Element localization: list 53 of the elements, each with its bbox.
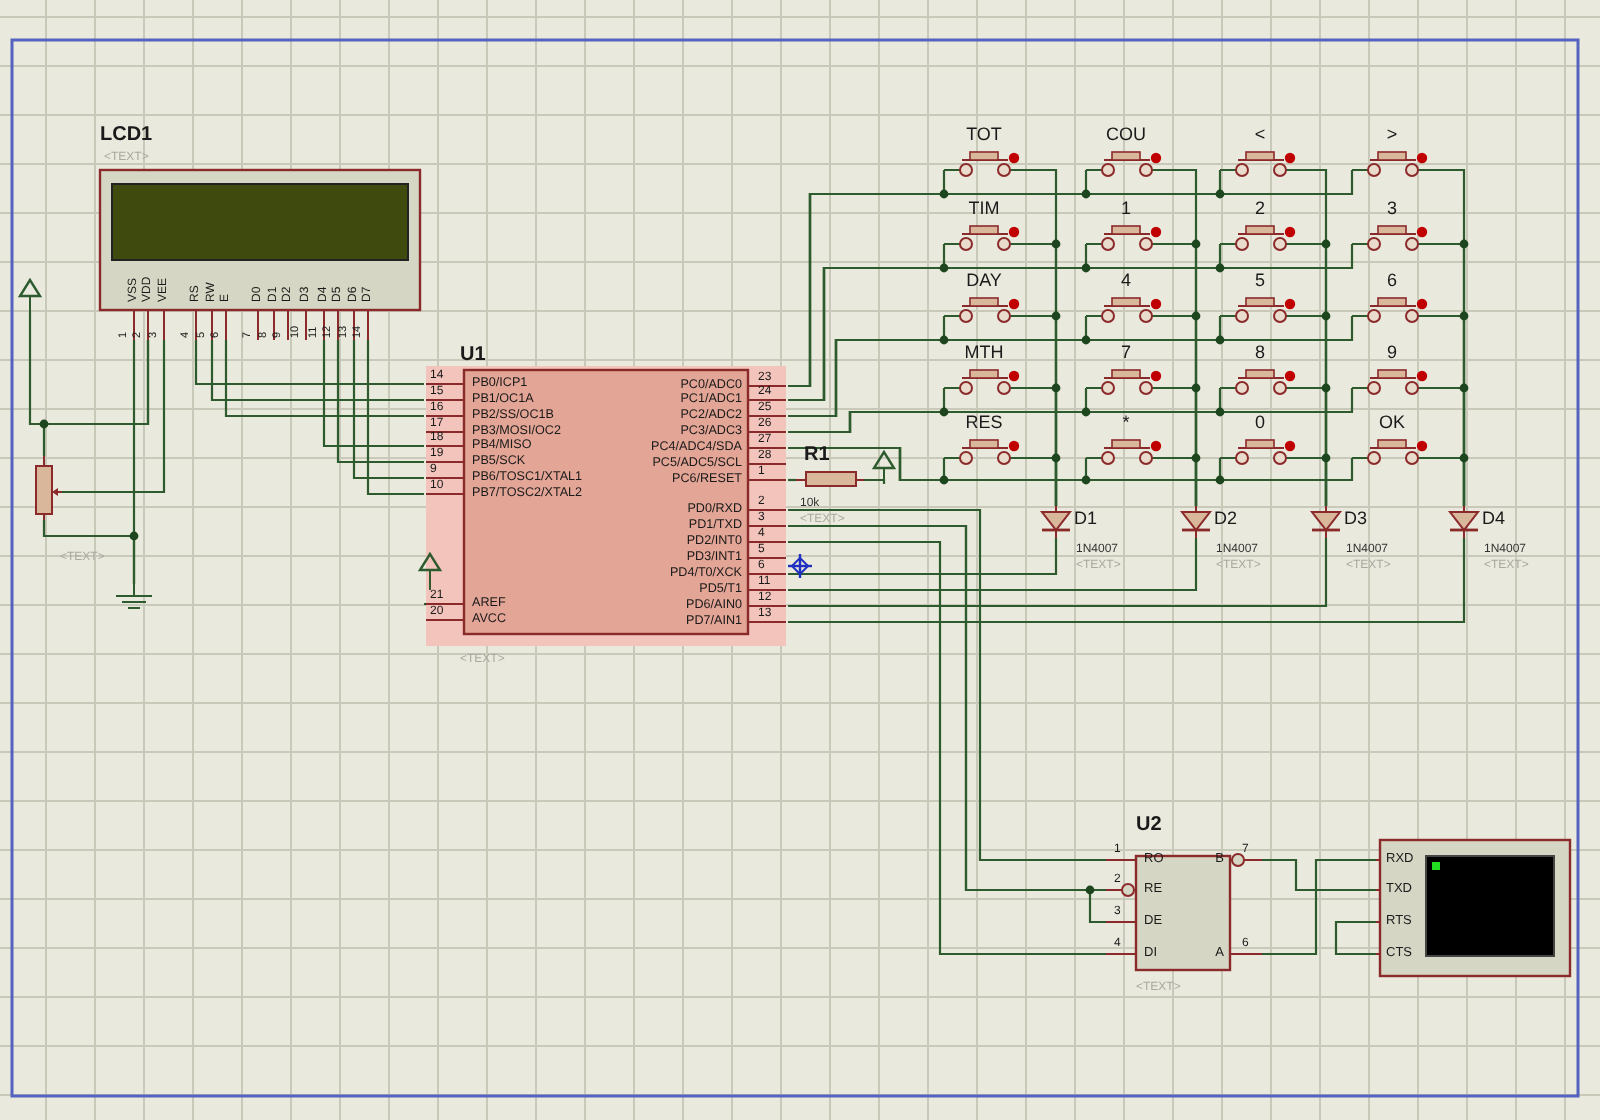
wire bbox=[864, 478, 886, 484]
wire bbox=[1024, 456, 1058, 506]
component-designator: D4 bbox=[1482, 510, 1506, 528]
wire bbox=[1300, 456, 1328, 506]
button-label: 9 bbox=[1387, 344, 1397, 362]
wire bbox=[788, 538, 1198, 592]
wire bbox=[62, 340, 166, 494]
button-label: 5 bbox=[1255, 272, 1265, 290]
button-label: > bbox=[1386, 126, 1398, 144]
wire bbox=[1432, 456, 1466, 506]
wire bbox=[366, 340, 424, 496]
component-designator: U2 bbox=[1136, 816, 1162, 836]
wire bbox=[1262, 858, 1376, 892]
button-label: TIM bbox=[968, 200, 1000, 218]
button-label: DAY bbox=[966, 272, 1002, 290]
component-designator: D1 bbox=[1074, 510, 1098, 528]
button-label: 1 bbox=[1121, 200, 1131, 218]
wire bbox=[788, 316, 1354, 418]
wire bbox=[42, 340, 150, 456]
button-label: * bbox=[1122, 414, 1130, 432]
wire bbox=[1262, 858, 1376, 956]
wire bbox=[210, 340, 424, 402]
component-designator: U1 bbox=[460, 346, 486, 366]
wire bbox=[352, 340, 424, 480]
component-designator: D2 bbox=[1214, 510, 1238, 528]
button-label: 6 bbox=[1387, 272, 1397, 290]
wire bbox=[132, 340, 136, 584]
wire bbox=[1334, 920, 1376, 956]
wire bbox=[194, 340, 424, 386]
wire bbox=[788, 244, 1354, 402]
button-label: < bbox=[1254, 126, 1266, 144]
button-label: 3 bbox=[1387, 200, 1397, 218]
component-designator: R1 bbox=[804, 446, 830, 466]
wire bbox=[322, 340, 424, 448]
button-label: COU bbox=[1106, 126, 1146, 144]
button-label: MTH bbox=[964, 344, 1004, 362]
wire bbox=[336, 340, 424, 464]
button-label: 2 bbox=[1255, 200, 1265, 218]
button-label: 0 bbox=[1255, 414, 1265, 432]
button-label: OK bbox=[1379, 414, 1405, 432]
button-label: 8 bbox=[1255, 344, 1265, 362]
wire bbox=[788, 538, 1058, 576]
button-label: 7 bbox=[1121, 344, 1131, 362]
wire bbox=[1166, 456, 1198, 506]
wire bbox=[788, 388, 1354, 434]
component-designator: D3 bbox=[1344, 510, 1368, 528]
button-label: RES bbox=[965, 414, 1003, 432]
component-designator: LCD1 bbox=[100, 126, 153, 146]
button-label: TOT bbox=[966, 126, 1002, 144]
wire bbox=[788, 538, 1466, 624]
button-label: 4 bbox=[1121, 272, 1131, 290]
wire bbox=[224, 340, 424, 418]
wire bbox=[788, 538, 1328, 608]
